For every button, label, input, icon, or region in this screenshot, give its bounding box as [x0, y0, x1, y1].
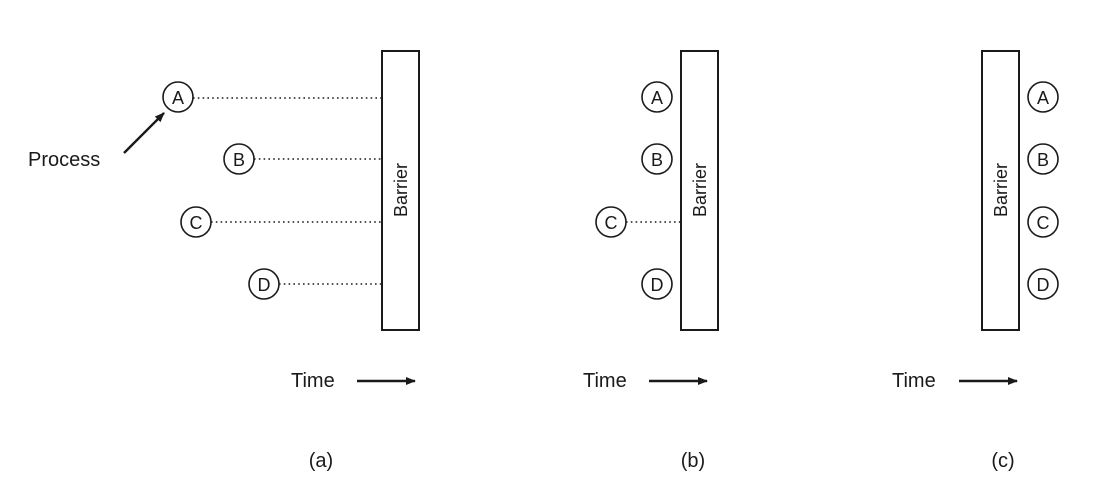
- process-d: D: [1027, 268, 1059, 300]
- process-circle: [223, 143, 255, 175]
- process-label: C: [605, 213, 618, 233]
- process-label: D: [1037, 275, 1050, 295]
- time-label: Time: [291, 370, 335, 392]
- panel-c: Barrier A B C D Time (c): [892, 50, 1059, 472]
- process-label: B: [651, 150, 663, 170]
- process-label: C: [1037, 213, 1050, 233]
- panel-a: Barrier A B C D Process Time (a): [28, 50, 420, 472]
- panel-b: Barrier A B C D Time (b): [583, 50, 719, 472]
- process-label: C: [190, 213, 203, 233]
- process-c: C: [180, 206, 212, 238]
- process-b: B: [223, 143, 255, 175]
- panel-caption: (b): [681, 450, 705, 472]
- process-label: A: [172, 88, 184, 108]
- process-callout-label: Process: [28, 149, 100, 171]
- process-b: B: [641, 143, 673, 175]
- process-circle: [641, 143, 673, 175]
- process-a: A: [641, 81, 673, 113]
- barrier-label: Barrier: [991, 163, 1011, 217]
- process-label: B: [233, 150, 245, 170]
- process-circle: [595, 206, 627, 238]
- process-label: A: [651, 88, 663, 108]
- process-circle: [641, 81, 673, 113]
- barrier-label: Barrier: [391, 163, 411, 217]
- process-label: A: [1037, 88, 1049, 108]
- process-label: D: [258, 275, 271, 295]
- process-c: C: [1027, 206, 1059, 238]
- process-callout-arrow: [123, 112, 165, 154]
- process-label: B: [1037, 150, 1049, 170]
- process-circle: [1027, 206, 1059, 238]
- process-a: A: [162, 81, 194, 113]
- barrier-rect: [381, 50, 420, 331]
- process-d: D: [248, 268, 280, 300]
- panel-caption: (c): [991, 450, 1014, 472]
- barrier-rect: [680, 50, 719, 331]
- process-c: C: [595, 206, 627, 238]
- process-circle: [1027, 268, 1059, 300]
- time-label: Time: [583, 370, 627, 392]
- barrier-rect: [981, 50, 1020, 331]
- process-circle: [162, 81, 194, 113]
- process-circle: [248, 268, 280, 300]
- time-label: Time: [892, 370, 936, 392]
- process-a: A: [1027, 81, 1059, 113]
- process-circle: [180, 206, 212, 238]
- process-circle: [1027, 81, 1059, 113]
- panel-caption: (a): [309, 450, 333, 472]
- process-b: B: [1027, 143, 1059, 175]
- barrier-label: Barrier: [690, 163, 710, 217]
- process-d: D: [641, 268, 673, 300]
- process-circle: [641, 268, 673, 300]
- process-circle: [1027, 143, 1059, 175]
- process-label: D: [651, 275, 664, 295]
